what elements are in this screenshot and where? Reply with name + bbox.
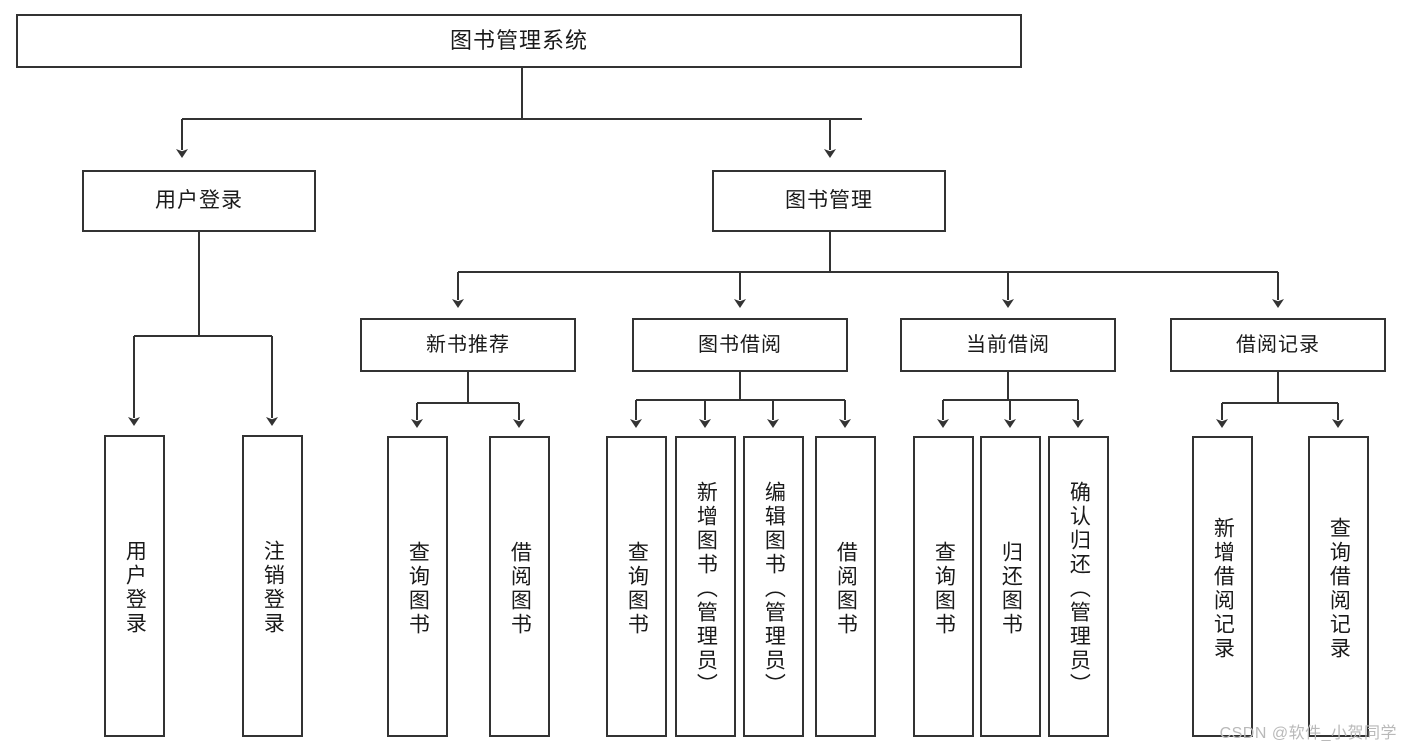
leaf-query-borrow-record-label: 查询借阅记录	[1327, 516, 1351, 661]
node-book-management[interactable]: 图书管理	[712, 170, 946, 232]
node-user-login-label: 用户登录	[155, 188, 243, 212]
leaf-add-book-admin[interactable]: 新增图书（管理员）	[675, 436, 736, 737]
leaf-return-book[interactable]: 归还图书	[980, 436, 1041, 737]
leaf-query-borrow-record[interactable]: 查询借阅记录	[1308, 436, 1369, 737]
leaf-borrow-book-recommend[interactable]: 借阅图书	[489, 436, 550, 737]
leaf-query-book-recommend-label: 查询图书	[406, 540, 430, 637]
leaf-confirm-return-admin[interactable]: 确认归还（管理员）	[1048, 436, 1109, 737]
leaf-edit-book-admin[interactable]: 编辑图书（管理员）	[743, 436, 804, 737]
leaf-add-book-admin-label: 新增图书（管理员）	[694, 480, 718, 697]
node-current-borrow-label: 当前借阅	[966, 333, 1050, 356]
leaf-return-book-label: 归还图书	[999, 540, 1023, 637]
node-borrow-records[interactable]: 借阅记录	[1170, 318, 1386, 372]
leaf-query-book-borrow-label: 查询图书	[625, 540, 649, 637]
leaf-confirm-return-admin-label: 确认归还（管理员）	[1067, 480, 1091, 697]
leaf-user-login-label: 用户登录	[123, 540, 147, 636]
node-root[interactable]: 图书管理系统	[16, 14, 1022, 68]
leaf-add-borrow-record-label: 新增借阅记录	[1211, 516, 1235, 661]
leaf-user-login[interactable]: 用户登录	[104, 435, 165, 737]
leaf-edit-book-admin-label: 编辑图书（管理员）	[762, 480, 786, 697]
node-new-book-recommend[interactable]: 新书推荐	[360, 318, 576, 372]
leaf-logout-label: 注销登录	[261, 540, 285, 636]
leaf-query-book-current-label: 查询图书	[932, 540, 956, 637]
watermark: CSDN @软件_小贺同学	[1219, 725, 1397, 742]
node-borrow-records-label: 借阅记录	[1236, 333, 1320, 356]
node-root-label: 图书管理系统	[449, 28, 588, 54]
node-current-borrow[interactable]: 当前借阅	[900, 318, 1116, 372]
leaf-borrow-book-label: 借阅图书	[834, 540, 858, 637]
node-new-book-recommend-label: 新书推荐	[426, 333, 510, 356]
leaf-add-borrow-record[interactable]: 新增借阅记录	[1192, 436, 1253, 737]
leaf-query-book-recommend[interactable]: 查询图书	[387, 436, 448, 737]
node-book-borrow-label: 图书借阅	[698, 333, 782, 356]
leaf-borrow-book-recommend-label: 借阅图书	[508, 540, 532, 637]
leaf-borrow-book[interactable]: 借阅图书	[815, 436, 876, 737]
leaf-query-book-current[interactable]: 查询图书	[913, 436, 974, 737]
leaf-query-book-borrow[interactable]: 查询图书	[606, 436, 667, 737]
node-book-management-label: 图书管理	[785, 188, 873, 212]
node-book-borrow[interactable]: 图书借阅	[632, 318, 848, 372]
node-user-login[interactable]: 用户登录	[82, 170, 316, 232]
leaf-logout[interactable]: 注销登录	[242, 435, 303, 737]
